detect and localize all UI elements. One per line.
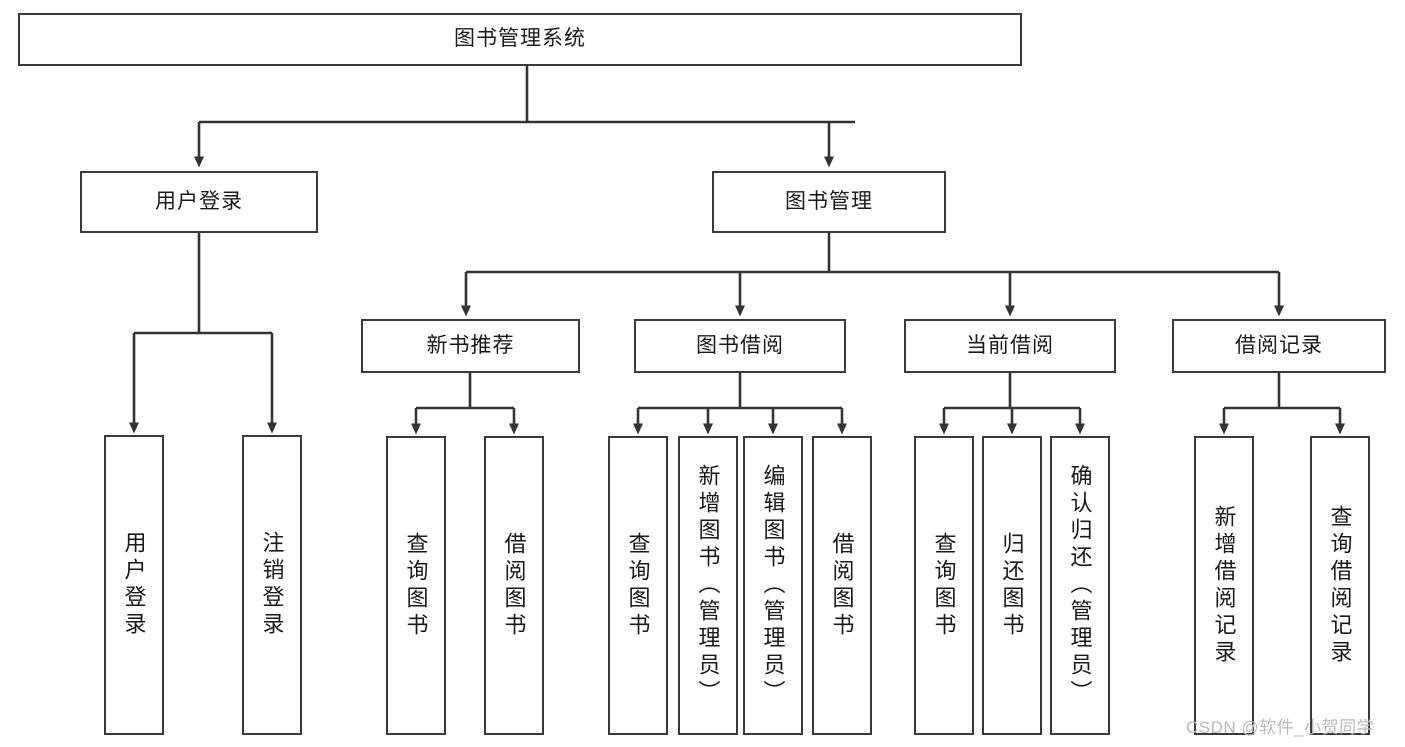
node-new-book-recommend[interactable]: 新书推荐 bbox=[361, 319, 580, 373]
leaf-current-confirm-return-admin[interactable]: 确认归还（管理员） bbox=[1050, 436, 1110, 735]
leaf-record-add-record[interactable]: 新增借阅记录 bbox=[1194, 436, 1254, 735]
leaf-user-login-login[interactable]: 用户登录 bbox=[104, 435, 164, 735]
node-label: 编辑图书（管理员） bbox=[760, 464, 786, 707]
node-label: 查询图书 bbox=[403, 531, 429, 640]
leaf-borrow-query-book[interactable]: 查询图书 bbox=[608, 436, 668, 735]
leaf-new-book-borrow[interactable]: 借阅图书 bbox=[484, 436, 544, 735]
node-label: 新增图书（管理员） bbox=[695, 464, 721, 707]
leaf-new-book-query[interactable]: 查询图书 bbox=[386, 436, 446, 735]
leaf-record-query-record[interactable]: 查询借阅记录 bbox=[1310, 436, 1370, 735]
leaf-user-login-logout[interactable]: 注销登录 bbox=[242, 435, 302, 735]
node-label: 借阅图书 bbox=[501, 531, 527, 640]
leaf-current-return-book[interactable]: 归还图书 bbox=[982, 436, 1042, 735]
node-borrow-record[interactable]: 借阅记录 bbox=[1172, 319, 1386, 373]
node-label: 查询图书 bbox=[931, 531, 957, 640]
node-label: 用户登录 bbox=[155, 189, 243, 213]
node-book-borrow[interactable]: 图书借阅 bbox=[634, 319, 846, 373]
leaf-current-query-book[interactable]: 查询图书 bbox=[914, 436, 974, 735]
node-label: 图书管理系统 bbox=[454, 27, 586, 51]
node-label: 注销登录 bbox=[259, 531, 285, 639]
node-root-system[interactable]: 图书管理系统 bbox=[18, 13, 1022, 66]
leaf-borrow-edit-book-admin[interactable]: 编辑图书（管理员） bbox=[743, 436, 803, 735]
node-label: 图书借阅 bbox=[696, 333, 784, 357]
leaf-borrow-add-book-admin[interactable]: 新增图书（管理员） bbox=[678, 436, 738, 735]
node-label: 图书管理 bbox=[785, 189, 873, 213]
node-label: 当前借阅 bbox=[966, 333, 1054, 357]
node-label: 借阅图书 bbox=[829, 531, 855, 640]
node-user-login[interactable]: 用户登录 bbox=[80, 171, 318, 233]
node-label: 查询图书 bbox=[625, 531, 651, 640]
node-book-management[interactable]: 图书管理 bbox=[712, 171, 946, 233]
node-label: 新书推荐 bbox=[426, 333, 515, 357]
node-label: 查询借阅记录 bbox=[1327, 504, 1353, 667]
node-current-borrow[interactable]: 当前借阅 bbox=[904, 319, 1116, 373]
node-label: 用户登录 bbox=[121, 531, 147, 639]
node-label: 归还图书 bbox=[999, 531, 1025, 640]
node-label: 确认归还（管理员） bbox=[1067, 464, 1093, 707]
node-label: 新增借阅记录 bbox=[1211, 504, 1237, 667]
leaf-borrow-borrow-book[interactable]: 借阅图书 bbox=[812, 436, 872, 735]
node-label: 借阅记录 bbox=[1235, 333, 1323, 357]
